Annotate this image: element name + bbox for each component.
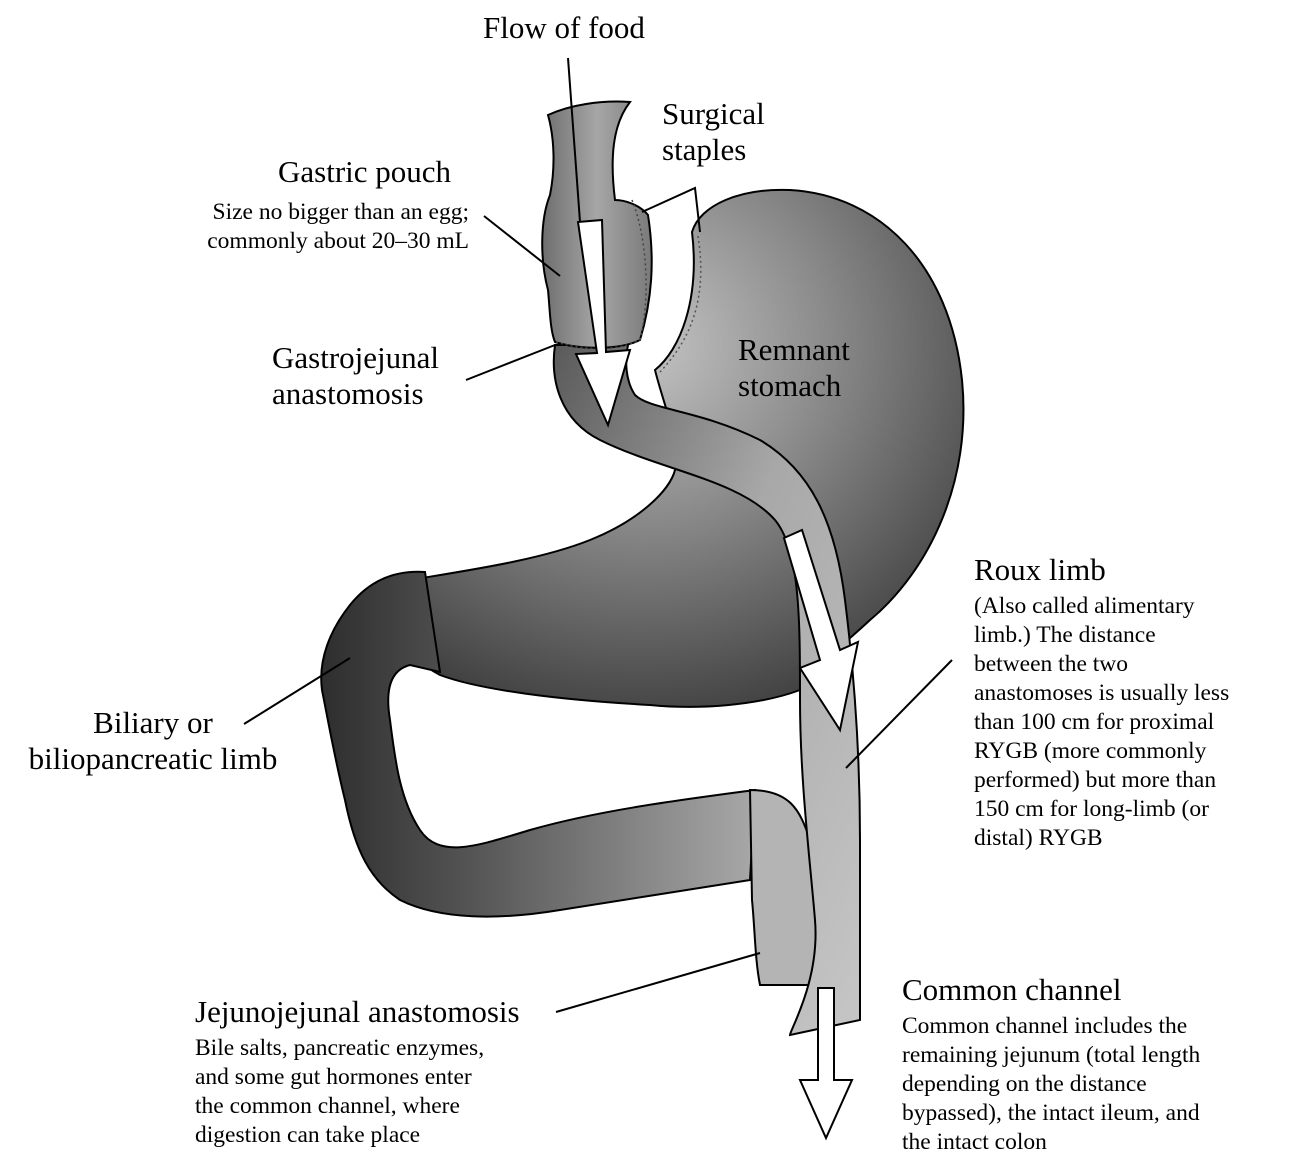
label-biliary-limb: Biliary or biliopancreatic limb	[8, 705, 298, 777]
label-gastric-pouch-title: Gastric pouch	[278, 154, 451, 190]
label-surgical-staples: Surgical staples	[662, 96, 765, 168]
label-gastrojejunal: Gastrojejunal anastomosis	[272, 340, 439, 412]
leader-roux-limb	[846, 660, 952, 768]
label-jejunojejunal-desc: Bile salts, pancreatic enzymes, and some…	[195, 1034, 484, 1150]
label-roux-limb-desc: (Also called alimentary limb.) The dista…	[974, 592, 1229, 853]
leader-jejunojejunal	[556, 953, 760, 1012]
label-flow-of-food: Flow of food	[483, 10, 645, 46]
label-jejunojejunal-title: Jejunojejunal anastomosis	[195, 994, 520, 1030]
label-remnant-stomach: Remnant stomach	[738, 332, 850, 404]
leader-gastrojejunal	[466, 345, 555, 380]
label-roux-limb-title: Roux limb	[974, 552, 1106, 588]
label-gastric-pouch-desc: Size no bigger than an egg; commonly abo…	[207, 198, 469, 256]
label-common-channel-desc: Common channel includes the remaining je…	[902, 1012, 1200, 1157]
label-common-channel-title: Common channel	[902, 972, 1122, 1008]
leader-surgical-staples	[642, 188, 700, 232]
